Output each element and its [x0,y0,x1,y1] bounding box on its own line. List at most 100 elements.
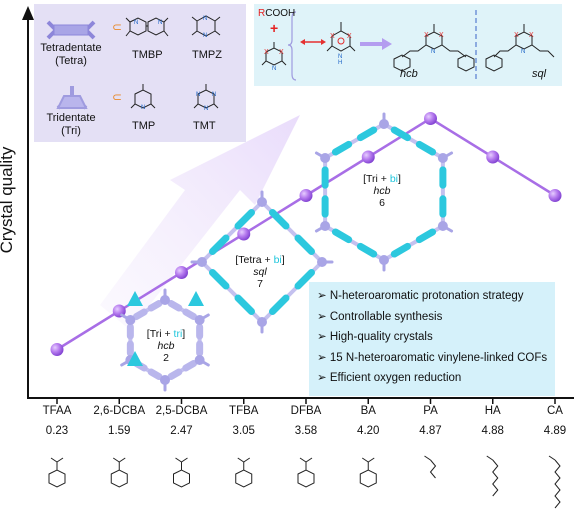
framework-7-icon [190,190,334,334]
reagent-label: RCOOH [258,8,295,19]
pka-value-label: 1.59 [108,425,131,437]
quality-points [50,112,562,356]
framework-6-composition: [Tri + bi] [363,173,401,185]
bullet-icon: ➢ [317,372,327,384]
acid-structures [48,455,561,509]
pka-value-label: 2.47 [170,425,193,437]
bullet-icon: ➢ [317,351,327,364]
svg-text:N: N [203,16,207,22]
framework-7-composition: [Tetra + bi] [235,254,285,266]
framework-6-topology: hcb [373,185,391,197]
reaction-brace [287,11,297,81]
acid-structure-icon-2,5-DCBA [173,457,190,488]
x-tick-label: BA [360,405,376,417]
svg-text:N: N [338,54,342,60]
x-tick-label: 2,5-DCBA [155,405,208,417]
framework-7-topology: sql [253,266,267,278]
svg-text:X: X [439,32,444,39]
reaction-scheme-diagram: X X N H X X N X X N [261,10,555,82]
svg-text:X: X [330,33,335,40]
svg-text:N: N [158,20,162,26]
key-points-panel: ➢ N-heteroaromatic protonation strategy … [309,282,555,396]
svg-text:N: N [134,20,138,26]
framework-2-composition: [Tri + tri] [146,328,186,340]
key-point-item: ➢ High-quality crystals [317,331,433,343]
svg-text:X: X [264,49,269,56]
sql-product-icon [485,24,555,72]
x-tick-label: TFAA [42,405,72,417]
reagent-r-group: R [258,8,266,19]
svg-text:X: X [347,33,352,40]
tmp-label: TMP [132,120,156,132]
quality-point-DFBA [299,189,313,202]
bullet-icon: ➢ [317,290,327,302]
framework-7-number: 7 [257,278,263,290]
bullet-icon: ➢ [317,331,327,343]
acid-structure-icon-TFBA [235,457,253,488]
svg-text:H: H [338,60,342,66]
x-tick-label: PA [423,405,438,417]
hcb-product-icon [393,24,475,72]
framework-2-icon [120,288,210,392]
protonated-intermediate-icon [326,22,356,52]
acid-structure-icon-CA [548,455,561,509]
framework-6-label: [Tri + bi] hcb 6 [350,173,414,209]
reaction-scheme-panel: X X N H X X N X X N [254,4,562,86]
pka-value-label: 4.88 [481,425,504,437]
acid-structure-icon-HA [486,455,499,497]
quality-point-TFBA [237,227,251,241]
acid-structure-icon-TFAA [48,457,66,488]
tmp-molecule-icon [130,84,156,109]
reagent-acid-group: COOH [265,8,296,19]
x-tick-label: 2,6-DCBA [93,405,146,417]
tmpz-molecule-icon [191,15,221,37]
pka-value-label: 4.89 [543,425,567,437]
key-point-item: ➢ Efficient oxygen reduction [317,372,462,384]
ligand-legend-panel: N N N N N N N N Tetradentate (Tetra) Tri… [34,4,246,142]
svg-text:X: X [279,49,284,56]
svg-text:X: X [529,32,534,39]
pka-value-label: 4.20 [357,425,380,437]
tridentate-label: Tridentate (Tri) [34,112,108,138]
x-tick-label: TFBA [229,405,259,417]
key-point-item: ➢ Controllable synthesis [317,310,443,323]
pka-value-label: 3.58 [294,425,318,437]
tetradentate-label-line2: (Tetra) [55,55,87,67]
pka-value-label: 3.05 [232,425,255,437]
tmpz-label: TMPZ [192,49,222,61]
tetradentate-label: Tetradentate (Tetra) [34,42,108,68]
quality-point-PA [424,112,437,125]
svg-text:N: N [196,92,200,98]
key-point-item: ➢ 15 N-heteroaromatic vinylene-linked CO… [317,351,548,364]
x-tick-label: HA [484,405,501,417]
tri-subset-symbol: ⊂ [112,90,123,104]
tmbp-molecule-icon [125,17,169,37]
svg-text:N: N [272,66,276,72]
svg-text:N: N [521,49,525,55]
framework-7-label: [Tetra + bi] sql 7 [228,254,292,290]
acid-structure-icon-BA [359,457,377,488]
tridentate-label-line1: Tridentate [46,112,96,124]
quality-point-2,5-DCBA [175,266,188,279]
x-tick-label: DFBA [290,405,322,417]
pka-value-label: 4.87 [419,425,442,437]
tmt-molecule-icon [193,84,219,109]
hcb-product-label: hcb [400,68,418,80]
tmbp-label: TMBP [132,49,163,61]
svg-text:X: X [424,32,429,39]
acid-structure-icon-DFBA [297,457,315,488]
x-tick-marks [56,398,556,404]
sql-product-label: sql [532,68,547,80]
pka-value-label: 0.23 [45,425,69,437]
quality-point-HA [486,150,500,164]
quality-point-TFAA [50,343,64,356]
tetradentate-label-line1: Tetradentate [40,42,102,54]
quality-point-BA [361,150,375,164]
tridentate-label-line2: (Tri) [61,125,81,137]
ligand-diagram: N N N N N N N N [46,15,221,112]
x-tick-label: CA [547,405,563,417]
svg-text:N: N [203,33,207,39]
trend-arrow [100,115,300,330]
